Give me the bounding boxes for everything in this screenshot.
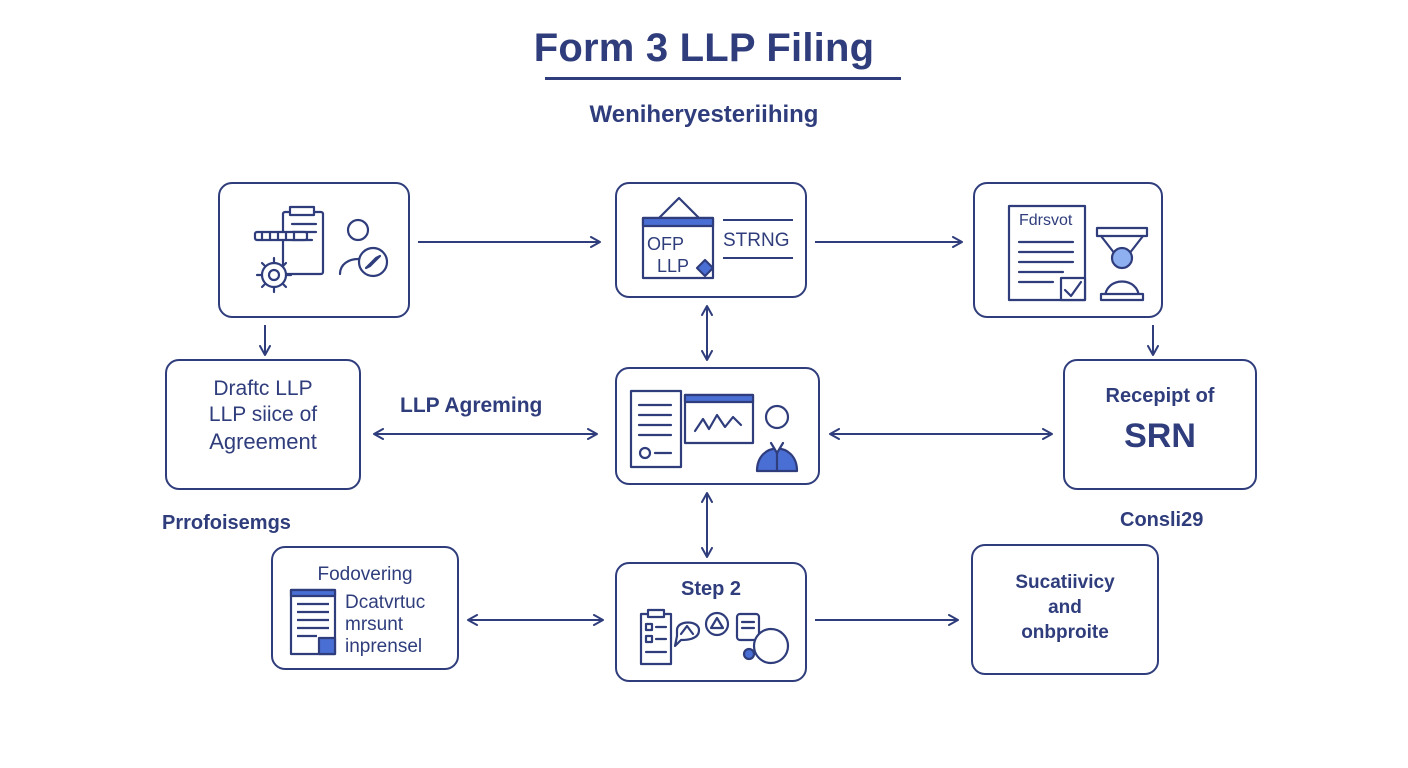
bottom-left-line1: Dcatvrtuc (345, 592, 426, 613)
mid-left-line3: Agreement (209, 429, 317, 454)
page-subtitle: Weniheryesteriihing (589, 101, 819, 128)
title-underline (545, 77, 901, 80)
form-code-line2: LLP (657, 256, 690, 276)
edge-label-llp-agreement: LLP Agreming (400, 394, 543, 417)
annotation-left: Prrofoisemgs (162, 512, 291, 534)
node-mid-left: Draftc LLP LLP siice of Agreement (165, 359, 361, 490)
bottom-right-line3: onbproite (1021, 622, 1109, 643)
node-top-right: Fdrsvot (973, 182, 1163, 318)
node-mid-right: Recepipt of SRN (1063, 359, 1257, 490)
documents-gear-person-compass-icon (253, 205, 389, 294)
node-top-center: OFP LLP STRNG (615, 182, 807, 298)
mid-left-line1: Draftc LLP (213, 377, 313, 400)
doc-title: Fdrsvot (1019, 212, 1073, 229)
bottom-center-heading: Step 2 (680, 578, 742, 600)
document-checkbox-person-icon (1007, 204, 1149, 302)
form-code-line1: OFP (647, 234, 685, 254)
checklist-chat-bubbles-icon (639, 608, 790, 666)
node-bottom-right: Sucatiivicy and onbproite (971, 544, 1159, 675)
mid-right-line2: SRN (1124, 417, 1196, 455)
bottom-left-line3: inprensel (345, 636, 423, 657)
node-mid-center (615, 367, 820, 485)
form-document-icon (641, 196, 715, 280)
document-page-icon (289, 588, 337, 656)
mid-right-line1: Recepipt of (1105, 385, 1215, 407)
bottom-right-line2: and (1048, 597, 1082, 618)
node-bottom-center: Step 2 (615, 562, 807, 682)
label-rules (723, 219, 793, 259)
node-bottom-left: Fodovering Dcatvrtuc mrsunt inprensel (271, 546, 459, 670)
page-title: Form 3 LLP Filing (533, 26, 875, 70)
top-center-label: STRNG (723, 230, 790, 251)
bottom-right-line1: Sucatiivicy (1015, 572, 1115, 593)
bottom-left-heading: Fodovering (317, 564, 413, 585)
dashboard-presenter-icon (629, 389, 799, 473)
mid-left-line2: LLP siice of (208, 403, 318, 426)
node-top-left (218, 182, 410, 318)
bottom-left-line2: mrsunt (345, 614, 404, 635)
annotation-right: Consli29 (1120, 509, 1204, 531)
